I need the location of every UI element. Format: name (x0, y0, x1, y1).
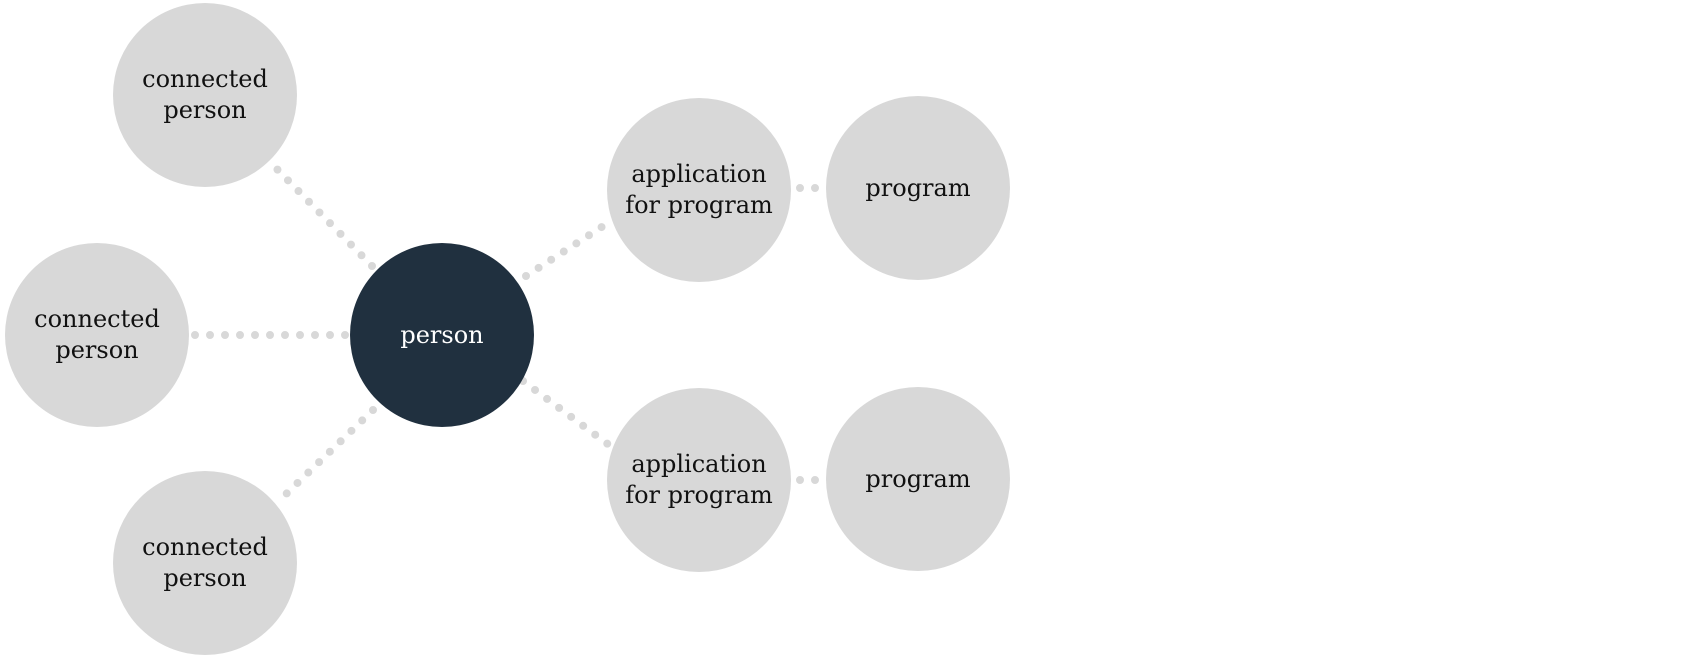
node-program-1: program (826, 96, 1010, 280)
node-connected-person-1: connected person (113, 3, 297, 187)
node-application-1-label: application for program (625, 160, 773, 219)
connector-center-app1 (522, 217, 615, 280)
node-connected-person-2: connected person (5, 243, 189, 427)
connector-center-cp1 (266, 158, 376, 270)
node-person: person (350, 243, 534, 427)
node-connected-person-2-label: connected person (34, 305, 160, 364)
node-program-2: program (826, 387, 1010, 571)
node-connected-person-3-label: connected person (142, 533, 268, 592)
node-connected-person-1-label: connected person (142, 65, 268, 124)
node-program-1-label: program (865, 173, 971, 202)
connector-center-cp3 (279, 406, 377, 501)
node-application-2: application for program (607, 388, 791, 572)
node-application-1: application for program (607, 98, 791, 282)
node-application-2-label: application for program (625, 450, 773, 509)
connector-center-app2 (519, 377, 613, 449)
node-person-label: person (400, 320, 484, 349)
node-program-2-label: program (865, 464, 971, 493)
node-connected-person-3: connected person (113, 471, 297, 655)
